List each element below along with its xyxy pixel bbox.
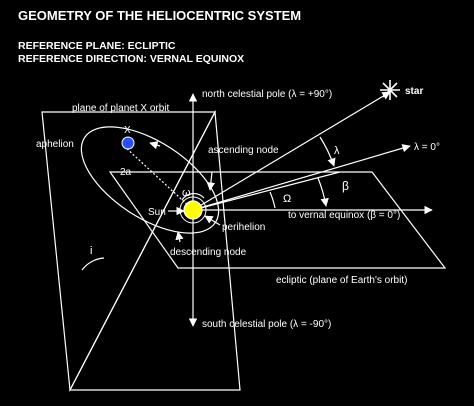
reference-plane-label: REFERENCE PLANE: ECLIPTIC <box>18 40 176 52</box>
major-axis <box>123 145 194 211</box>
descending-node-label: descending node <box>170 247 247 258</box>
sun-halo <box>179 196 207 224</box>
vernal-equinox-label: to vernal equinox (β = 0°) <box>288 210 400 221</box>
orbit-plane-label: plane of planet X orbit <box>72 103 170 114</box>
ecliptic-label: ecliptic (plane of Earth's orbit) <box>276 275 407 286</box>
omega-upper-arc <box>269 191 276 209</box>
perihelion-pointer <box>204 215 221 226</box>
two-a-label: 2a <box>120 167 132 178</box>
beta-label: β <box>342 179 349 193</box>
omega-lower-label: ω <box>182 187 191 199</box>
star-direction-line <box>192 91 391 211</box>
planet-x <box>121 136 135 150</box>
south-pole-label: south celestial pole (λ = -90°) <box>202 319 331 330</box>
star-label: star <box>405 86 423 97</box>
lambda-zero-label: λ = 0° <box>414 142 440 153</box>
beta-arc <box>317 177 329 207</box>
north-pole-label: north celestial pole (λ = +90°) <box>202 89 332 100</box>
inclination-label: i <box>90 245 92 257</box>
orbit-direction-arrow <box>149 141 161 150</box>
omega-lower-arc <box>181 192 205 201</box>
omega-upper-label: Ω <box>283 193 291 205</box>
sun-label: Sun <box>148 207 166 218</box>
lambda-label: λ <box>334 145 340 157</box>
line-of-nodes <box>192 171 341 211</box>
planet-label: X <box>124 125 131 136</box>
page-title: GEOMETRY OF THE HELIOCENTRIC SYSTEM <box>18 8 302 23</box>
orbit-plane-lower <box>69 109 241 391</box>
sun <box>183 200 203 220</box>
reference-direction-label: REFERENCE DIRECTION: VERNAL EQUINOX <box>18 53 245 65</box>
ascending-node-pointer <box>206 171 216 191</box>
aphelion-label: aphelion <box>36 139 74 150</box>
lambda-arc <box>319 136 336 167</box>
inclination-arc <box>81 257 105 271</box>
perihelion-label: perihelion <box>222 222 265 233</box>
planet-orbit <box>80 126 220 234</box>
descending-node-pointer <box>175 231 184 243</box>
ascending-node-label: ascending node <box>208 145 279 156</box>
lambda-zero-line <box>192 144 411 211</box>
star-burst-icon <box>380 80 400 100</box>
ecliptic-plane <box>108 171 447 269</box>
